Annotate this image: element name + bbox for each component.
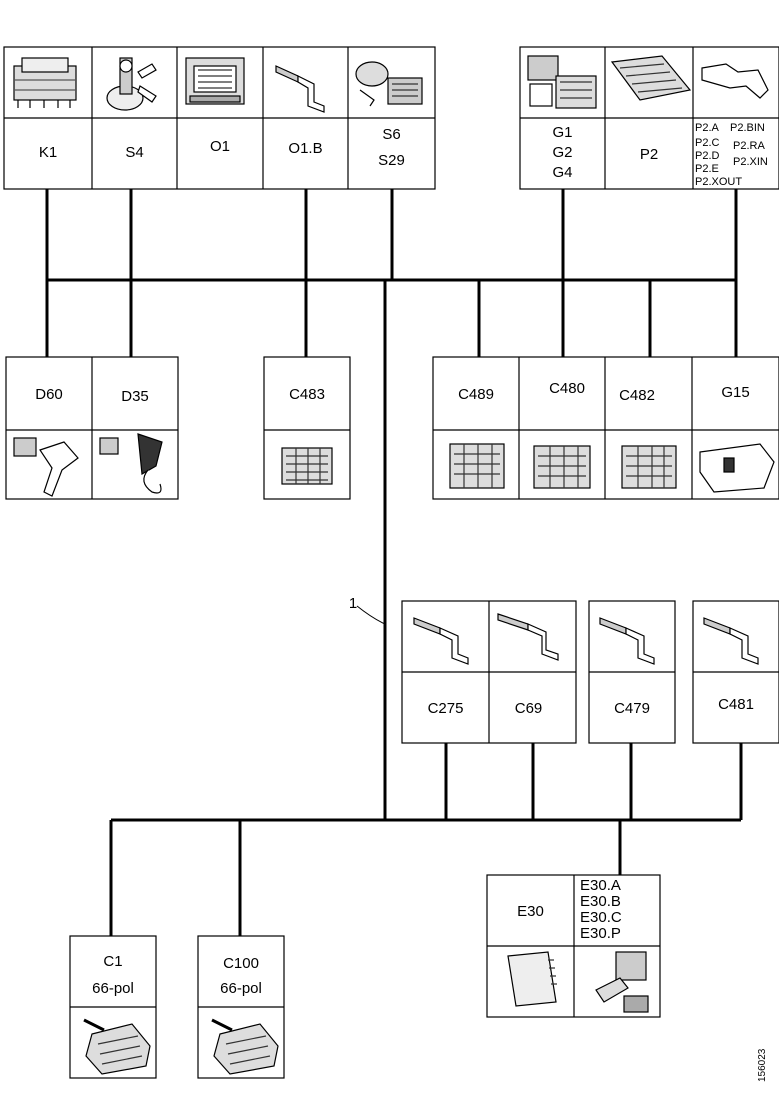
label-p2c: P2.C — [695, 137, 720, 149]
label-p2e: P2.E — [695, 163, 719, 175]
reference-leader — [356, 605, 386, 625]
s4-key-switch-icon — [106, 57, 157, 111]
c100-connector-icon — [211, 1018, 279, 1075]
label-e30b: E30.B — [580, 893, 621, 910]
label-c69: C69 — [514, 700, 543, 717]
label-g1: G1 — [552, 124, 573, 141]
label-s4: S4 — [125, 144, 144, 161]
label-o1b: O1.B — [288, 140, 323, 157]
box-c489-g15 — [432, 356, 779, 500]
label-e30p: E30.P — [580, 925, 621, 942]
c69-terminal-icon — [497, 613, 559, 661]
d35-component-icon — [99, 433, 163, 494]
label-c275: C275 — [427, 700, 464, 717]
label-p2a: P2.A — [695, 122, 719, 134]
label-e30: E30 — [517, 903, 544, 920]
p2-busbar-icon — [610, 55, 692, 101]
label-g15: G15 — [721, 384, 750, 401]
label-e30a: E30.A — [580, 877, 621, 894]
e30-connector-icon — [595, 951, 649, 1013]
c479-terminal-icon — [599, 617, 655, 665]
c1-connector-icon — [83, 1018, 151, 1075]
o1-module-icon — [185, 57, 245, 105]
label-s29: S29 — [378, 152, 405, 169]
label-s6: S6 — [382, 126, 401, 143]
label-e30c: E30.C — [580, 909, 622, 926]
label-c489: C489 — [458, 386, 494, 403]
label-c483: C483 — [289, 386, 325, 403]
c275-terminal-icon — [413, 617, 469, 665]
label-c479: C479 — [614, 700, 650, 717]
label-c482: C482 — [619, 387, 655, 404]
label-p2ra: P2.RA — [733, 140, 765, 152]
component-illustrations — [13, 55, 775, 1075]
g15-component-icon — [699, 443, 775, 493]
d60-component-icon — [13, 437, 79, 497]
figure-code: 156023 — [757, 1048, 768, 1082]
label-c1: C1 — [103, 953, 123, 970]
label-d35: D35 — [121, 388, 149, 405]
label-c100: C100 — [223, 955, 259, 972]
label-c100-pol: 66-pol — [220, 980, 262, 997]
label-g4: G4 — [552, 164, 573, 181]
g1-fuse-holder-icon — [527, 55, 597, 109]
label-p2: P2 — [639, 146, 659, 163]
k1-relay-icon — [13, 57, 77, 108]
label-c480: C480 — [549, 380, 585, 397]
c483-connector-icon — [281, 447, 333, 485]
c489-connector-icon — [449, 443, 505, 489]
label-p2d: P2.D — [695, 150, 720, 162]
label-d60: D60 — [35, 386, 63, 403]
s6-switch-icon — [355, 61, 423, 107]
label-k1: K1 — [38, 144, 58, 161]
harness-lines — [45, 189, 743, 936]
label-g2: G2 — [552, 144, 573, 161]
c481-terminal-icon — [703, 617, 759, 665]
p2-terminal-icon — [701, 63, 769, 99]
c482-connector-icon — [621, 445, 677, 489]
e30-module-icon — [507, 951, 557, 1007]
label-c481: C481 — [718, 696, 754, 713]
label-p2xout: P2.XOUT — [695, 176, 743, 188]
c480-connector-icon — [533, 445, 591, 489]
label-p2xin: P2.XIN — [733, 156, 768, 168]
reference-label-1: 1 — [348, 595, 358, 612]
label-c1-pol: 66-pol — [92, 980, 134, 997]
label-o1: O1 — [209, 138, 230, 155]
label-p2bin: P2.BIN — [730, 122, 765, 134]
o1b-terminal-icon — [275, 65, 325, 113]
